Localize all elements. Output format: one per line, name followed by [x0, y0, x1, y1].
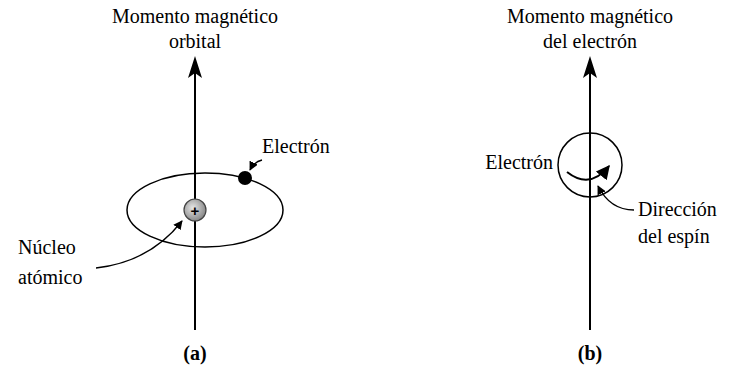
electron-label: Electrón	[463, 150, 553, 175]
leader-line	[96, 221, 182, 268]
axis-arrowhead	[188, 56, 202, 78]
axis-arrowhead	[583, 56, 597, 78]
nucleus-label: Núcleo atómico	[18, 232, 103, 292]
charge-sign: +	[191, 203, 200, 218]
atomic-nucleus: +	[183, 198, 207, 222]
electron-orbit	[127, 173, 283, 247]
panel-letter: (a)	[165, 341, 225, 366]
leader-line	[250, 160, 262, 170]
electron-dot	[238, 171, 252, 185]
nucleus-circle	[184, 199, 206, 221]
electron-sphere	[558, 133, 622, 197]
panel-heading: Momento magnético del electrón	[495, 4, 685, 54]
moment-axis	[589, 70, 591, 330]
electron-label: Electrón	[262, 134, 330, 159]
leader-line	[598, 186, 634, 210]
spin-label: Dirección del espín	[638, 196, 738, 250]
spin-arrow	[567, 166, 609, 180]
panel-letter: (b)	[560, 341, 620, 366]
panel-heading: Momento magnético orbital	[100, 4, 290, 54]
